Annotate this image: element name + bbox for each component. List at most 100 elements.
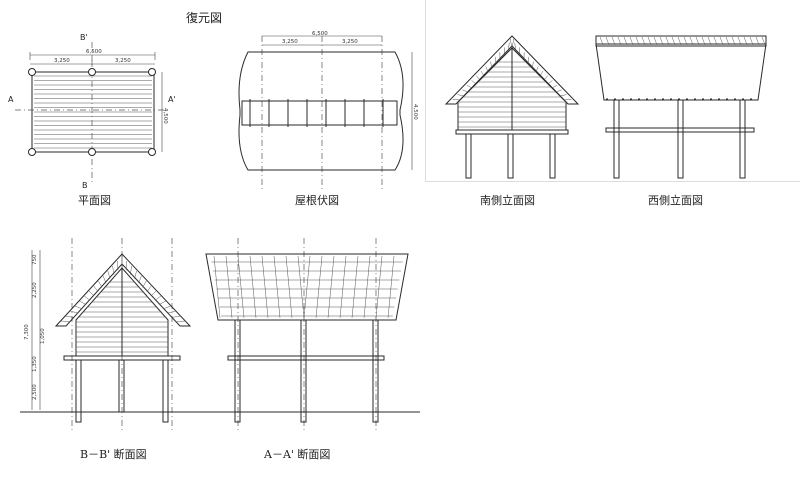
line-work (605, 36, 610, 46)
line-work (98, 280, 103, 288)
line-work (527, 56, 530, 65)
section-b-view: 750 2,250 1,050 1,350 2,500 7,300 B－B' 断… (24, 238, 192, 461)
line-work (480, 70, 485, 77)
line-work (363, 255, 371, 319)
section-a-roof (205, 253, 409, 321)
line-work (531, 61, 534, 69)
line-work (519, 47, 521, 57)
roof-dim-depth: 4,500 (412, 104, 418, 120)
line-work (485, 66, 489, 73)
roof-plan-view: 6,500 3,250 3,250 4,500 屋根伏図 (238, 31, 418, 207)
south-roof-thatch (444, 35, 580, 105)
south-post (549, 133, 556, 179)
section-a-view: A－A' 断面図 (205, 238, 409, 461)
section-b-dim: 1,350 (32, 356, 38, 372)
plan-post (28, 68, 36, 76)
plan-post (28, 148, 36, 156)
line-work (457, 94, 465, 97)
line-work (339, 255, 347, 319)
line-work (452, 99, 461, 101)
line-work (490, 61, 493, 69)
line-work (665, 36, 670, 46)
section-b-roof (54, 253, 192, 327)
west-post (739, 99, 746, 179)
line-work (261, 255, 269, 319)
roof-dim-total: 6,500 (312, 31, 328, 37)
line-work (629, 36, 634, 46)
plan-mark-b: B (82, 181, 88, 190)
line-work (159, 300, 166, 305)
line-work (653, 36, 658, 46)
section-b-wall (75, 267, 169, 357)
south-post (507, 133, 514, 179)
line-work (84, 295, 91, 301)
line-work (375, 255, 383, 319)
plan-floorboards (34, 75, 152, 149)
south-thatch-lines (452, 37, 572, 101)
west-ridge-pattern (599, 36, 766, 46)
line-work (701, 36, 706, 46)
section-b-dim: 2,500 (32, 384, 38, 400)
line-work (511, 37, 515, 49)
elevation-panel-frame (425, 0, 800, 182)
line-work (476, 75, 481, 81)
line-work (737, 36, 742, 46)
line-work (134, 270, 137, 279)
line-work (285, 255, 293, 319)
line-work (65, 315, 75, 318)
line-work (514, 42, 517, 53)
roof-ridge-ties (249, 99, 384, 127)
line-work (130, 265, 132, 275)
line-work (237, 255, 245, 319)
line-work (213, 255, 221, 319)
section-a-post (372, 319, 379, 423)
south-floor-beam (455, 129, 569, 135)
line-work (507, 42, 510, 53)
line-work (93, 285, 99, 292)
line-work (641, 36, 646, 46)
section-b-post (75, 359, 82, 423)
line-work (617, 36, 622, 46)
roof-dim-left: 3,250 (282, 39, 298, 45)
plan-mark-a-prime: A' (168, 95, 176, 104)
line-work (315, 255, 323, 319)
west-caption: 西側立面図 (648, 193, 703, 207)
line-work (387, 255, 395, 319)
line-work (494, 56, 497, 65)
plan-caption: 平面図 (78, 194, 111, 207)
section-b-dim: 750 (32, 254, 38, 265)
line-work (125, 260, 128, 271)
line-work (731, 36, 736, 46)
plan-dim-right: 3,250 (115, 58, 131, 64)
line-work (551, 84, 558, 89)
line-work (88, 290, 95, 297)
line-work (761, 36, 766, 46)
line-work (167, 310, 176, 314)
line-work (683, 36, 688, 46)
line-work (543, 75, 548, 81)
line-work (303, 255, 311, 319)
line-work (647, 36, 652, 46)
line-work (117, 260, 119, 271)
section-b-caption: B－B' 断面図 (80, 447, 147, 461)
line-work (163, 305, 171, 310)
west-roof (595, 43, 767, 101)
line-work (74, 305, 83, 310)
south-elevation-view: 南側立面図 (444, 35, 580, 207)
line-work (755, 36, 760, 46)
line-work (154, 295, 162, 301)
line-work (659, 36, 664, 46)
line-work (138, 275, 142, 284)
section-a-caption: A－A' 断面図 (263, 447, 330, 461)
roof-dim-right: 3,250 (342, 39, 358, 45)
line-work (677, 36, 682, 46)
section-b-post (118, 359, 125, 413)
west-post (677, 99, 684, 179)
line-work (351, 255, 359, 319)
line-work (623, 36, 628, 46)
plan-post (88, 68, 96, 76)
line-work (559, 94, 567, 97)
line-work (563, 99, 572, 101)
line-work (547, 80, 553, 85)
line-work (249, 255, 257, 319)
